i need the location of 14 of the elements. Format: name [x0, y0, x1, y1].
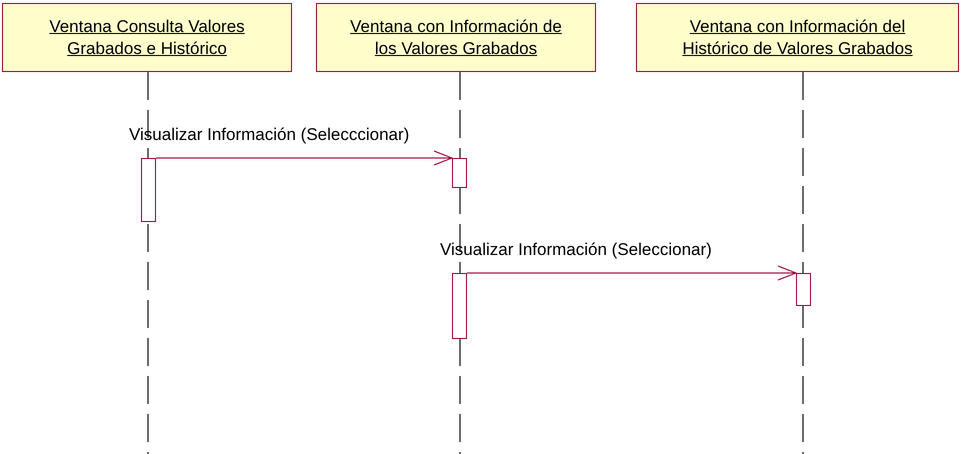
object-box: [2, 3, 292, 72]
object-box: [316, 3, 596, 72]
message-arrow: [466, 266, 796, 280]
object-name: Ventana con Información del Histórico de Valores Grabados: [681, 16, 914, 60]
activation-bar: [452, 158, 467, 188]
activation-bar: [141, 158, 156, 222]
activation-bar: [452, 273, 467, 339]
object-name: Ventana Consulta Valores Grabados e Histórico: [48, 16, 246, 60]
activation-bar: [796, 273, 811, 306]
message-arrow: [156, 150, 452, 166]
message-label: Visualizar Información (Seleccionar): [440, 240, 712, 260]
object-name: Ventana con Información de los Valores Grabados: [349, 16, 563, 60]
object-box: [636, 3, 959, 72]
message-label: Visualizar Información (Selecccionar): [129, 125, 410, 145]
